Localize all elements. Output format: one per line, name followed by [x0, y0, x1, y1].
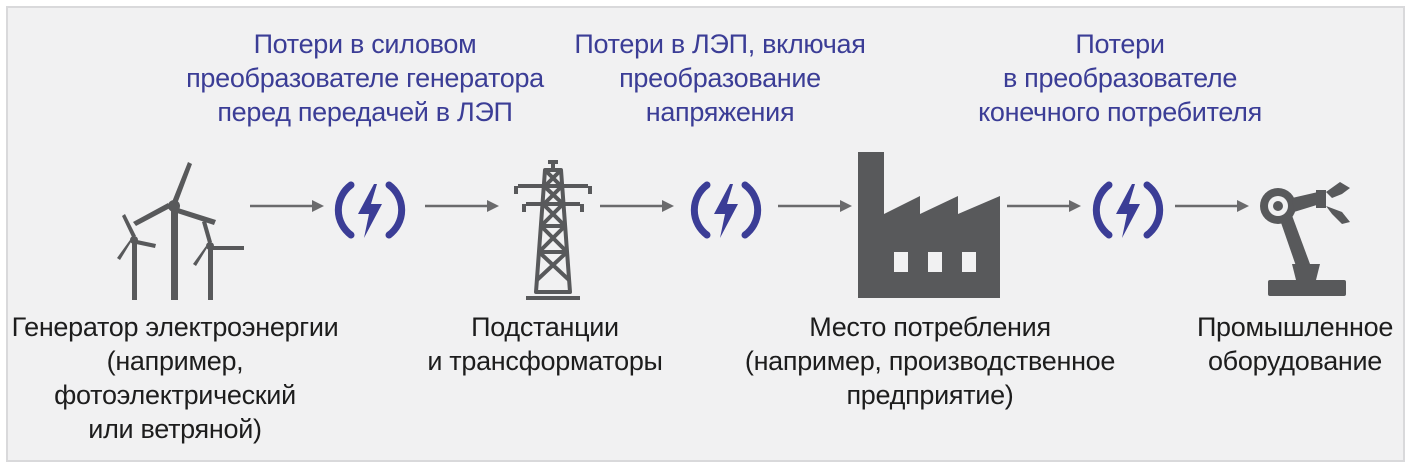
node-label-consumption-site: Место потребления (например, производств…: [744, 312, 1116, 410]
loss-label-consumer-converter: Потери в преобразователе конечного потре…: [978, 29, 1262, 127]
node-label-substation: Подстанции и трансформаторы: [427, 312, 663, 376]
flow-arrow: [778, 198, 854, 214]
flow-arrow: [1007, 198, 1083, 214]
lightning-loss-icon: [1088, 170, 1168, 250]
flow-arrow: [600, 198, 676, 214]
loss-label-transmission: Потери в ЛЭП, включая преобразование нап…: [574, 29, 866, 127]
loss-label-generator-converter: Потери в силовом преобразователе генерат…: [186, 29, 544, 127]
flow-arrow: [425, 198, 501, 214]
lightning-loss-icon: [686, 170, 766, 250]
robot-arm-icon: [1260, 182, 1350, 296]
flow-arrow: [1175, 198, 1251, 214]
power-pylon-icon: [514, 160, 592, 300]
factory-icon: [858, 152, 1000, 298]
node-label-industrial-equipment: Промышленное оборудование: [1196, 312, 1394, 376]
flow-arrow: [250, 198, 326, 214]
lightning-loss-icon: [330, 170, 410, 250]
wind-turbines-icon: [117, 162, 244, 300]
node-label-generator: Генератор электроэнергии (например, фото…: [11, 312, 339, 444]
